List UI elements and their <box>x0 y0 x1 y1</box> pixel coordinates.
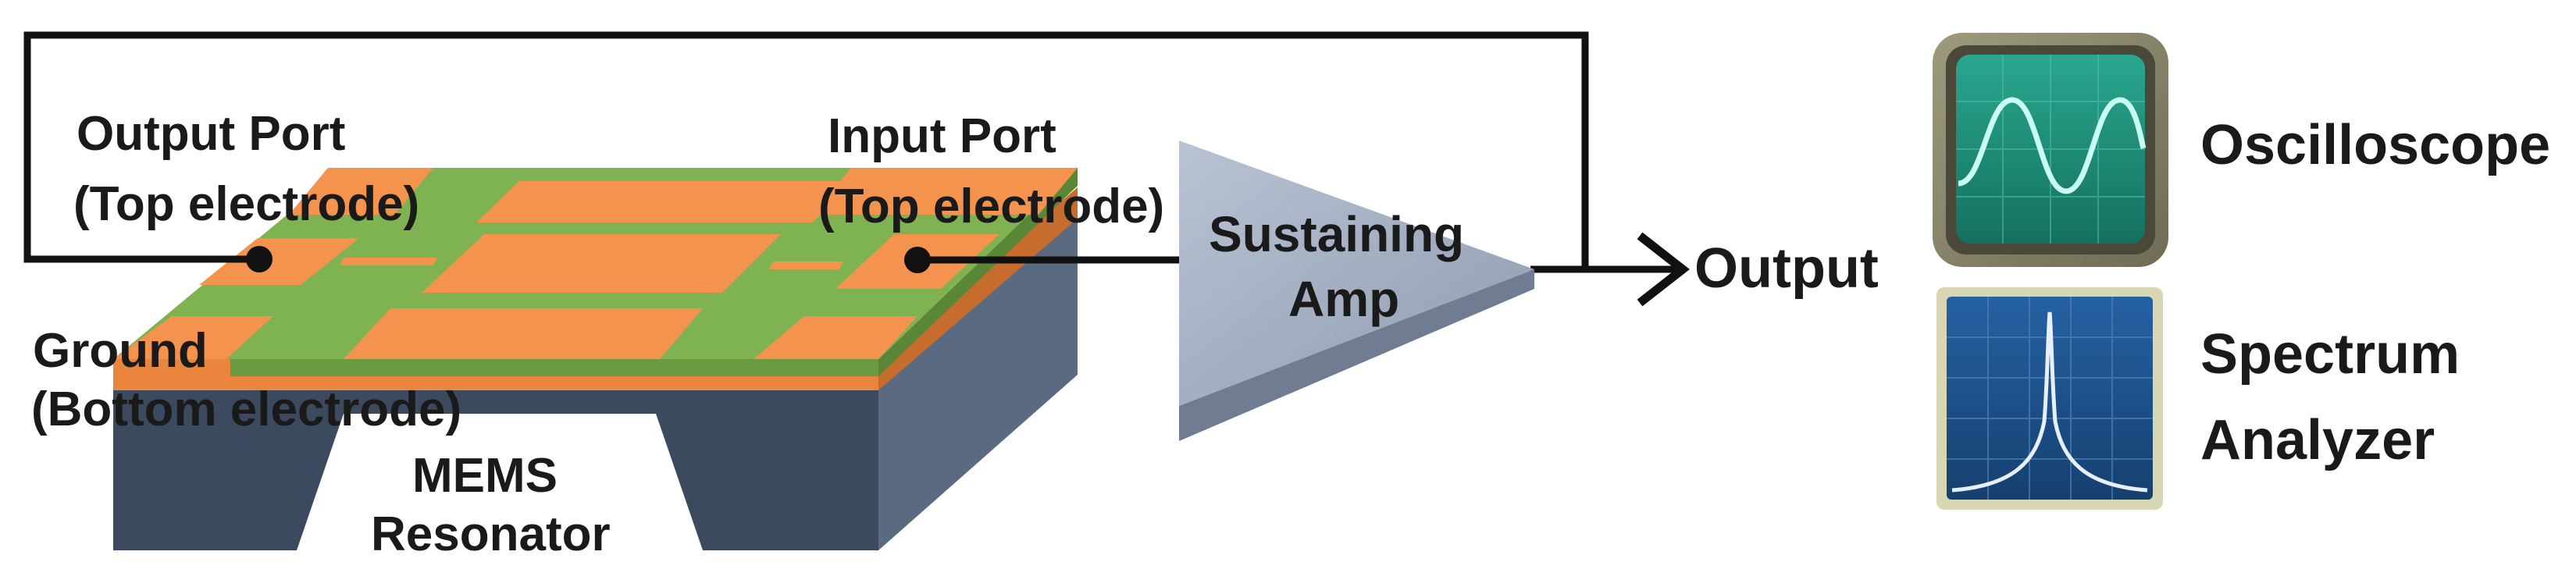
resonance-peak-trace <box>1951 311 2148 493</box>
spectrum-analyzer-icon <box>1936 287 2163 510</box>
arrow-right-icon <box>1637 232 1690 307</box>
spectrum-label-line2: Analyzer <box>2200 409 2435 471</box>
oscilloscope-label: Oscilloscope <box>2200 114 2550 176</box>
input-port-label: Input Port <box>828 109 1056 163</box>
center-electrode-mid <box>422 234 781 293</box>
output-pad-top <box>289 168 433 215</box>
substrate-front <box>113 386 878 550</box>
center-electrode-top <box>476 181 859 222</box>
mems-resonator <box>113 168 1078 550</box>
spectrum-label-line1: Spectrum <box>2200 323 2460 386</box>
oscilloscope-icon <box>1933 33 2168 267</box>
sine-wave-trace <box>1958 97 2147 194</box>
bottom-electrode-side <box>878 187 1078 390</box>
output-port-label: Output Port <box>77 107 345 161</box>
trace-right <box>769 262 843 269</box>
output-label: Output <box>1694 237 1879 300</box>
input-port-sublabel: (Top electrode) <box>818 180 1164 233</box>
mems-label-line2: Resonator <box>371 507 611 561</box>
center-electrode-bottom <box>344 308 703 359</box>
output-port-sublabel: (Top electrode) <box>73 177 419 231</box>
amp-edge <box>1179 269 1534 441</box>
sustaining-amp <box>1179 141 1534 441</box>
amp-label-line2: Amp <box>1288 271 1399 327</box>
piezo-side <box>878 168 1078 376</box>
trace-left <box>340 258 437 265</box>
ground-pad-left <box>113 316 273 359</box>
feedback-wiring <box>23 31 1679 273</box>
amp-label-line1: Sustaining <box>1209 206 1464 262</box>
ground-label: Ground <box>33 324 208 378</box>
amp-triangle <box>1179 141 1534 406</box>
input-pad-top <box>812 168 1078 215</box>
piezo-edge <box>230 359 878 376</box>
feedback-loop-wire <box>23 31 1589 269</box>
output-port-pad <box>199 238 359 285</box>
ground-sublabel: (Bottom electrode) <box>31 383 461 436</box>
mems-label-line1: MEMS <box>412 449 558 503</box>
substrate-side <box>878 211 1078 550</box>
ground-pad-right <box>754 316 917 359</box>
